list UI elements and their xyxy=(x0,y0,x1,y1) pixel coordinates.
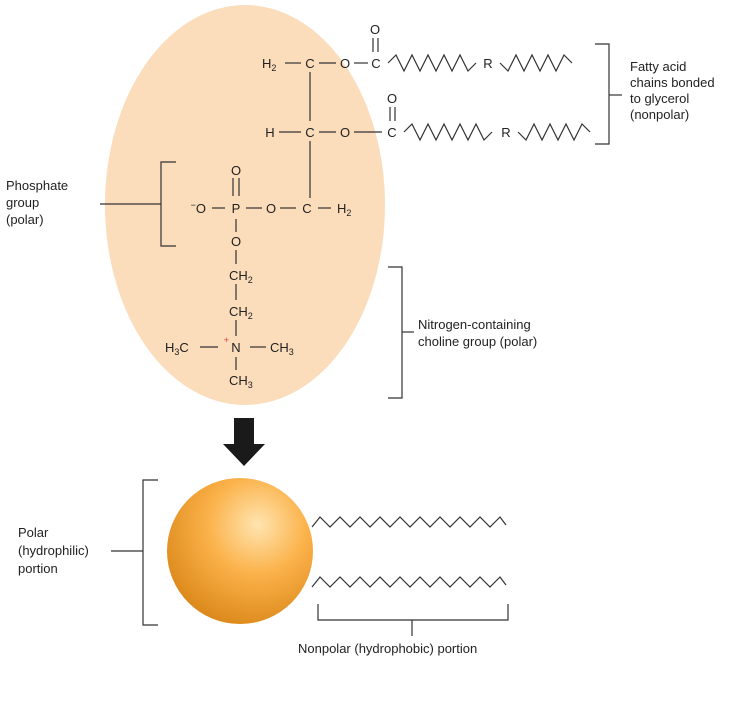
simple-tail-lower xyxy=(311,576,507,588)
polar-head-blob xyxy=(105,5,385,405)
atom-ch3-bottom: CH3 xyxy=(229,373,253,390)
phosphate-label-line1: Phosphate xyxy=(6,178,68,193)
tail-2-left xyxy=(403,122,493,142)
fatty-acid-bracket xyxy=(595,43,610,145)
fatty-acid-label-line3: to glycerol xyxy=(630,91,689,106)
atom-ch2-1: CH2 xyxy=(229,268,253,285)
nonpolar-label: Nonpolar (hydrophobic) portion xyxy=(298,641,477,656)
atom-o-row2: O xyxy=(340,125,350,140)
atom-o-carbonyl-1: O xyxy=(370,22,380,37)
brackets xyxy=(100,43,622,636)
phosphate-label-line3: (polar) xyxy=(6,212,44,227)
atom-h-row2: H xyxy=(265,125,274,140)
fatty-acid-label-line1: Fatty acid xyxy=(630,59,686,74)
glycerol-bonds xyxy=(200,38,396,370)
atom-minus-o: −O xyxy=(191,200,206,216)
atom-p: P xyxy=(232,201,241,216)
atom-r-1: R xyxy=(483,56,492,71)
atom-h2-row1: H2 xyxy=(262,56,276,73)
atom-ch2-2: CH2 xyxy=(229,304,253,321)
polar-label-line2: (hydrophilic) xyxy=(18,543,89,558)
polar-label-line1: Polar xyxy=(18,525,49,540)
down-arrow-icon xyxy=(223,418,265,466)
atom-ch3-right: CH3 xyxy=(270,340,294,357)
choline-bracket xyxy=(388,266,403,399)
atom-c-row2: C xyxy=(305,125,314,140)
fatty-acid-label-line2: chains bonded xyxy=(630,75,715,90)
polar-bracket xyxy=(142,479,158,626)
atom-o-ester: O xyxy=(231,234,241,249)
atom-c-row1: C xyxy=(305,56,314,71)
tail-1-left xyxy=(387,53,477,73)
annotation-labels: Fatty acid chains bonded to glycerol (no… xyxy=(6,59,715,656)
choline-label-line1: Nitrogen-containing xyxy=(418,317,531,332)
atom-n: N xyxy=(231,340,240,355)
polar-label-line3: portion xyxy=(18,561,58,576)
atom-n-plus-charge: + xyxy=(224,335,229,345)
atom-h2-row3: H2 xyxy=(337,201,351,218)
phosphate-label-line2: group xyxy=(6,195,39,210)
atom-c-carbonyl-2: C xyxy=(387,125,396,140)
atom-c-carbonyl-1: C xyxy=(371,56,380,71)
atom-c-row3: C xyxy=(302,201,311,216)
nonpolar-bracket xyxy=(317,604,509,621)
atom-o-row1: O xyxy=(340,56,350,71)
fatty-acid-tails-top xyxy=(387,53,591,142)
choline-label-line2: choline group (polar) xyxy=(418,334,537,349)
atom-h3c: H3C xyxy=(165,340,189,357)
tail-2-right xyxy=(517,122,591,142)
atom-o-row3: O xyxy=(266,201,276,216)
atom-o-carbonyl-2: O xyxy=(387,91,397,106)
atom-r-2: R xyxy=(501,125,510,140)
polar-head-sphere xyxy=(167,478,313,624)
fatty-acid-label-line4: (nonpolar) xyxy=(630,107,689,122)
tail-1-right xyxy=(499,53,573,73)
simple-tail-upper xyxy=(311,516,507,528)
fatty-acid-tails-simple xyxy=(311,516,507,588)
atom-labels: O O H2 C O C R H C O C R O −O P O C H2 O… xyxy=(165,22,511,390)
atom-o-phosphate-double: O xyxy=(231,163,241,178)
